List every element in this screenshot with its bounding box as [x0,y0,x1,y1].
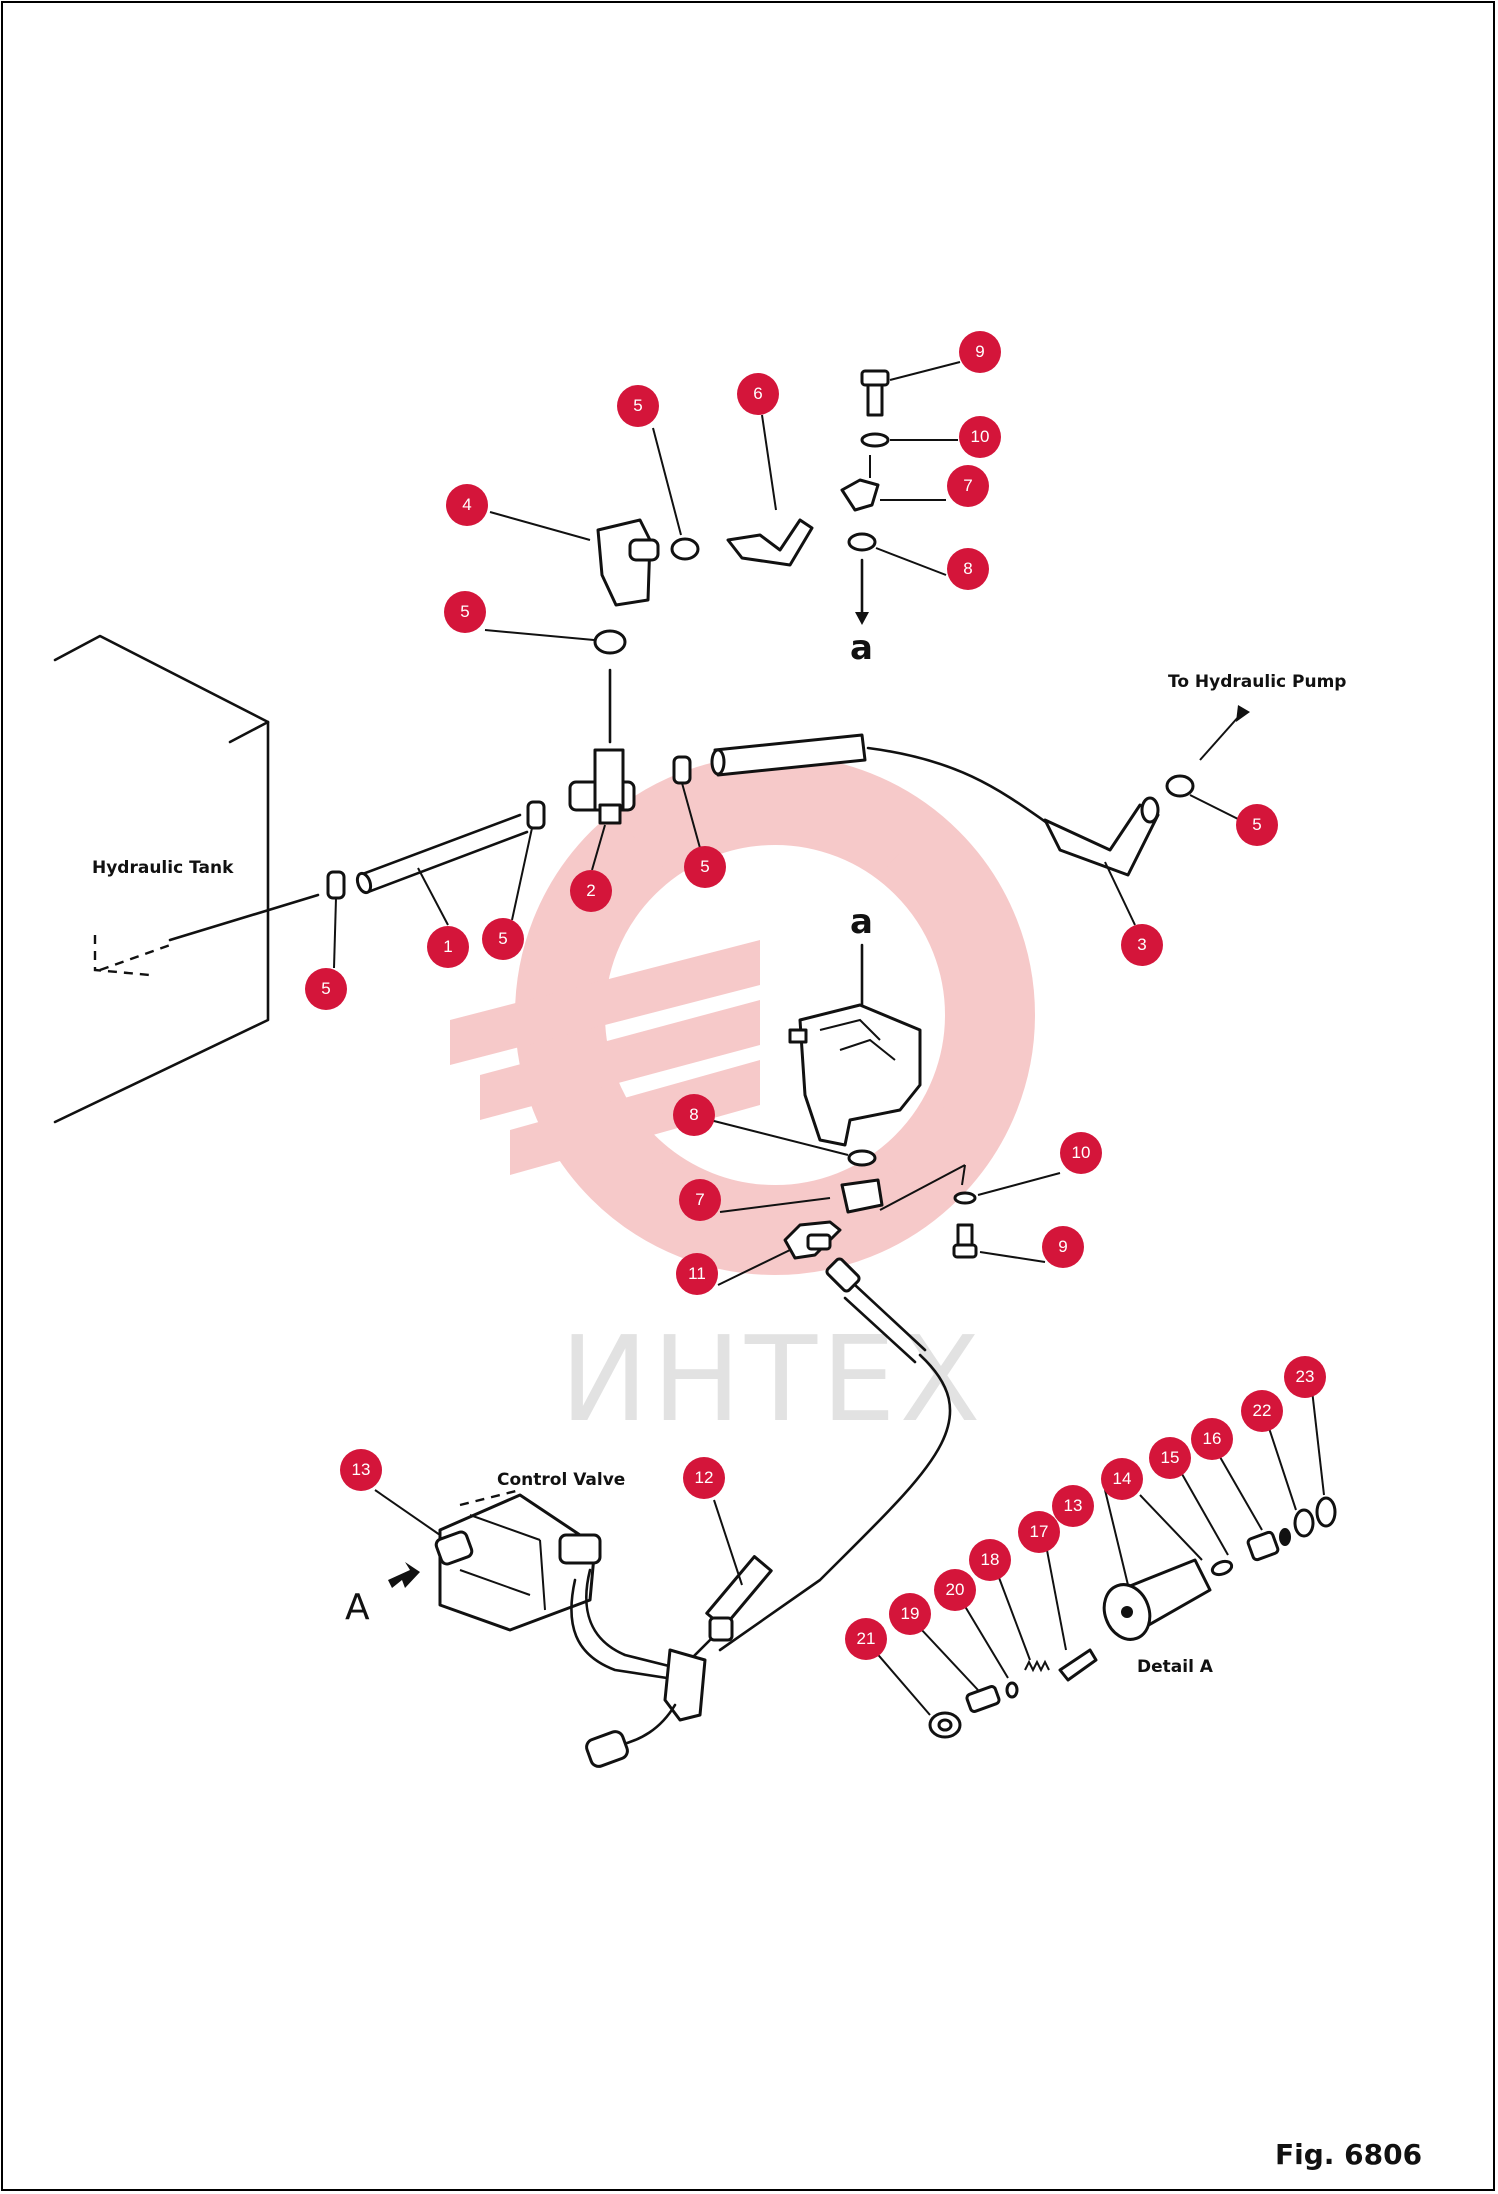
detail-a-exploded-parts [873,1389,1337,1739]
callout-badge-c5f: 5 [305,968,347,1010]
elbow-hose-4 [489,511,660,607]
hose-3-to-pump [710,705,1250,926]
callout-badge-c13a: 13 [340,1449,382,1491]
callout-badge-c5b: 5 [444,591,486,633]
callout-badge-c7b: 7 [679,1179,721,1221]
callout-badge-c5e: 5 [482,918,524,960]
callout-badge-c3: 3 [1121,924,1163,966]
reference-a-bottom: a [850,902,873,942]
callout-badge-c7a: 7 [947,465,989,507]
callout-badge-c1: 1 [427,926,469,968]
callout-badge-c8b: 8 [673,1094,715,1136]
control-valve [374,1488,707,1768]
callout-badge-c12: 12 [683,1457,725,1499]
hydraulic-tank [53,634,320,1124]
callout-badge-c5a: 5 [617,385,659,427]
hydraulic-tank-label: Hydraulic Tank [92,858,234,878]
callout-badge-c14: 14 [1101,1458,1143,1500]
detail-a-label: Detail A [1137,1657,1213,1677]
view-arrow-a [388,1562,420,1588]
callout-badge-c2: 2 [570,870,612,912]
flange-assembly-top [840,361,961,625]
callout-badge-c10a: 10 [959,416,1001,458]
hose-clamp [326,427,1241,969]
callout-badge-c17: 17 [1018,1511,1060,1553]
flange-assembly-bottom [709,1119,1061,1286]
watermark-text: ИНТЕХ [560,1310,985,1448]
callout-badge-c21: 21 [845,1618,887,1660]
reference-a-top: a [850,628,873,668]
hose-12 [678,1257,952,1672]
callout-badge-c8a: 8 [947,548,989,590]
callout-badge-c13b: 13 [1052,1485,1094,1527]
callout-badge-c5d: 5 [684,846,726,888]
view-a-label: A [345,1587,370,1628]
tee-fitting-2 [568,668,636,871]
callout-badge-c6: 6 [737,373,779,415]
elbow-fitting-6 [726,414,814,567]
callout-badge-c4: 4 [446,484,488,526]
callout-badge-c15: 15 [1149,1437,1191,1479]
callout-badge-c16: 16 [1191,1418,1233,1460]
callout-badge-c9b: 9 [1042,1226,1084,1268]
callout-badge-c19: 19 [889,1593,931,1635]
callout-badge-c20: 20 [934,1569,976,1611]
callout-badge-c5c: 5 [1236,804,1278,846]
callout-badge-c18: 18 [969,1539,1011,1581]
callout-badge-c11: 11 [676,1253,718,1295]
hose-1 [355,813,529,926]
callout-badge-c22: 22 [1241,1390,1283,1432]
figure-number: Fig. 6806 [1275,2138,1423,2171]
control-valve-label: Control Valve [497,1470,626,1490]
callout-badge-c23: 23 [1284,1356,1326,1398]
pump-block [788,1003,922,1147]
callout-badge-c9a: 9 [959,331,1001,373]
to-pump-label: To Hydraulic Pump [1168,672,1347,692]
callout-badge-c10b: 10 [1060,1132,1102,1174]
